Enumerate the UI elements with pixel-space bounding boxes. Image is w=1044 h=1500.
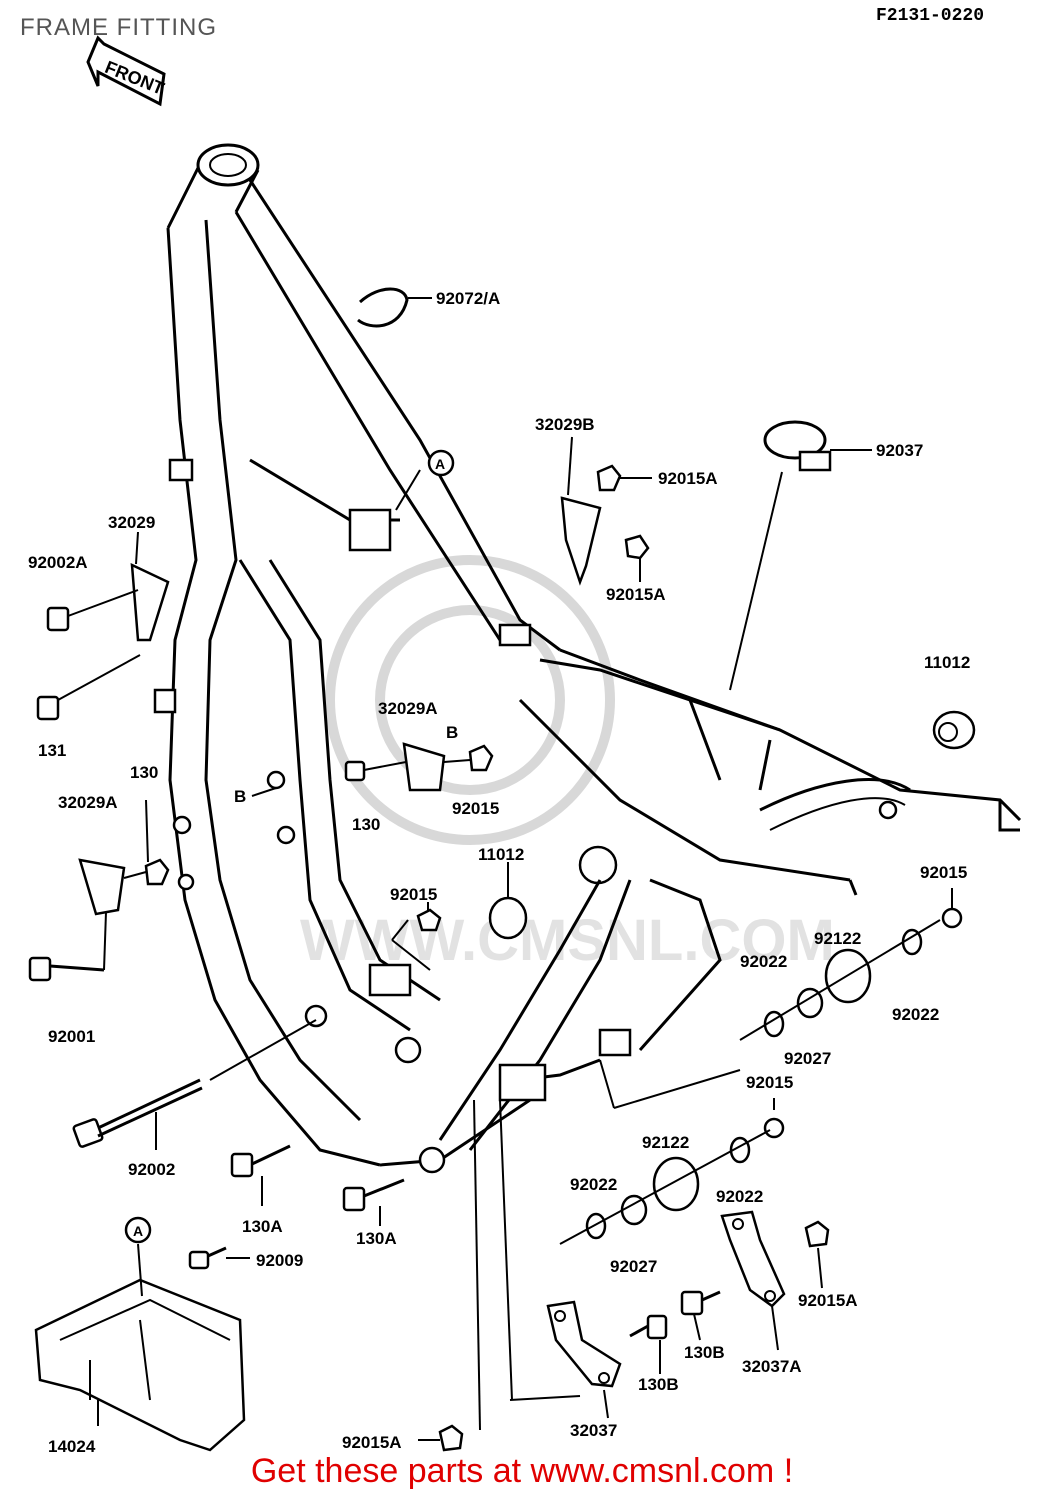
callout-label: 92015 bbox=[920, 863, 967, 882]
frame-body bbox=[153, 143, 1022, 1174]
callout-label: 14024 bbox=[48, 1437, 96, 1456]
parts: A bbox=[28, 287, 976, 1452]
grommet-11012-mid bbox=[488, 862, 528, 940]
bracket-32029b bbox=[560, 436, 652, 586]
bracket-32029a-mid bbox=[344, 742, 494, 792]
watermark-text: WWW.CMSNL.COM bbox=[300, 908, 835, 973]
callout-label: 130B bbox=[638, 1375, 679, 1394]
callout-label: 92002A bbox=[28, 553, 88, 572]
guard-14024: A bbox=[34, 1216, 246, 1452]
bolt-92002 bbox=[72, 1019, 317, 1150]
callout-label: 130B bbox=[684, 1343, 725, 1362]
callout-label: 32029A bbox=[58, 793, 118, 812]
callout-label: 130 bbox=[352, 815, 380, 834]
callout-label: 92022 bbox=[570, 1175, 617, 1194]
callout-label: 11012 bbox=[478, 845, 524, 864]
callout-label: 92002 bbox=[128, 1160, 175, 1179]
callout-label: 92022 bbox=[892, 1005, 939, 1024]
callout-label: 131 bbox=[38, 741, 66, 760]
callout-label: 92122 bbox=[642, 1133, 689, 1152]
callout-label: 32029B bbox=[535, 415, 595, 434]
callout-label: 92015A bbox=[606, 585, 666, 604]
callout-label: 92027 bbox=[610, 1257, 657, 1276]
callout-label: 92072/A bbox=[436, 289, 500, 308]
callout-label: 32029 bbox=[108, 513, 155, 532]
callout-label: 32037A bbox=[742, 1357, 802, 1376]
callout-label: 11012 bbox=[924, 653, 970, 672]
callout-label: 130A bbox=[356, 1229, 397, 1248]
callout-label: 92022 bbox=[740, 952, 787, 971]
ref-b-right: B bbox=[446, 723, 458, 742]
mount-stack-lower bbox=[559, 1098, 785, 1245]
callout-label: 92015 bbox=[746, 1073, 793, 1092]
ref-a-guard: A bbox=[133, 1223, 143, 1239]
callout-label: 92015 bbox=[452, 799, 499, 818]
callout-label: 92009 bbox=[256, 1251, 303, 1270]
callout-label: 92015 bbox=[390, 885, 437, 904]
ref-a-frame: A bbox=[435, 456, 445, 472]
callout-label: 92037 bbox=[876, 441, 923, 460]
callout-labels: 92072/A9203732029B92015A92015A3202992002… bbox=[28, 289, 970, 1456]
callout-label: 92027 bbox=[784, 1049, 831, 1068]
bracket-32029 bbox=[36, 531, 170, 721]
clamp-92037 bbox=[729, 420, 872, 691]
callout-label: 130A bbox=[242, 1217, 283, 1236]
bolt-130a-lower bbox=[342, 1178, 405, 1226]
plate-32037a bbox=[680, 1210, 830, 1351]
plate-32037 bbox=[418, 1300, 668, 1452]
nut-92015-mid bbox=[416, 902, 442, 932]
callout-label: 130 bbox=[130, 763, 158, 782]
footer-link-text[interactable]: Get these parts at www.cmsnl.com ! bbox=[250, 1452, 794, 1490]
screw-92009 bbox=[188, 1246, 250, 1270]
grommet-11012-right bbox=[932, 710, 976, 750]
bolt-130a-upper bbox=[230, 1144, 291, 1206]
mount-stack-upper bbox=[739, 888, 963, 1041]
bracket-32029a-left bbox=[28, 799, 170, 982]
watermark: WWW.CMSNL.COM bbox=[300, 555, 835, 973]
figure-code: F2131-0220 bbox=[876, 6, 985, 26]
callout-label: 92022 bbox=[716, 1187, 763, 1206]
callout-label: 92001 bbox=[48, 1027, 95, 1046]
callout-label: 32029A bbox=[378, 699, 438, 718]
page-title: FRAME FITTING bbox=[20, 14, 217, 41]
callout-label: 32037 bbox=[570, 1421, 617, 1440]
clamp-92072 bbox=[357, 287, 432, 328]
callout-label: 92015A bbox=[798, 1291, 858, 1310]
ref-b-left: B bbox=[234, 787, 246, 806]
callout-label: 92122 bbox=[814, 929, 861, 948]
front-arrow-icon: FRONT bbox=[86, 35, 167, 107]
callout-label: 92015A bbox=[658, 469, 718, 488]
callout-label: 92015A bbox=[342, 1433, 402, 1452]
